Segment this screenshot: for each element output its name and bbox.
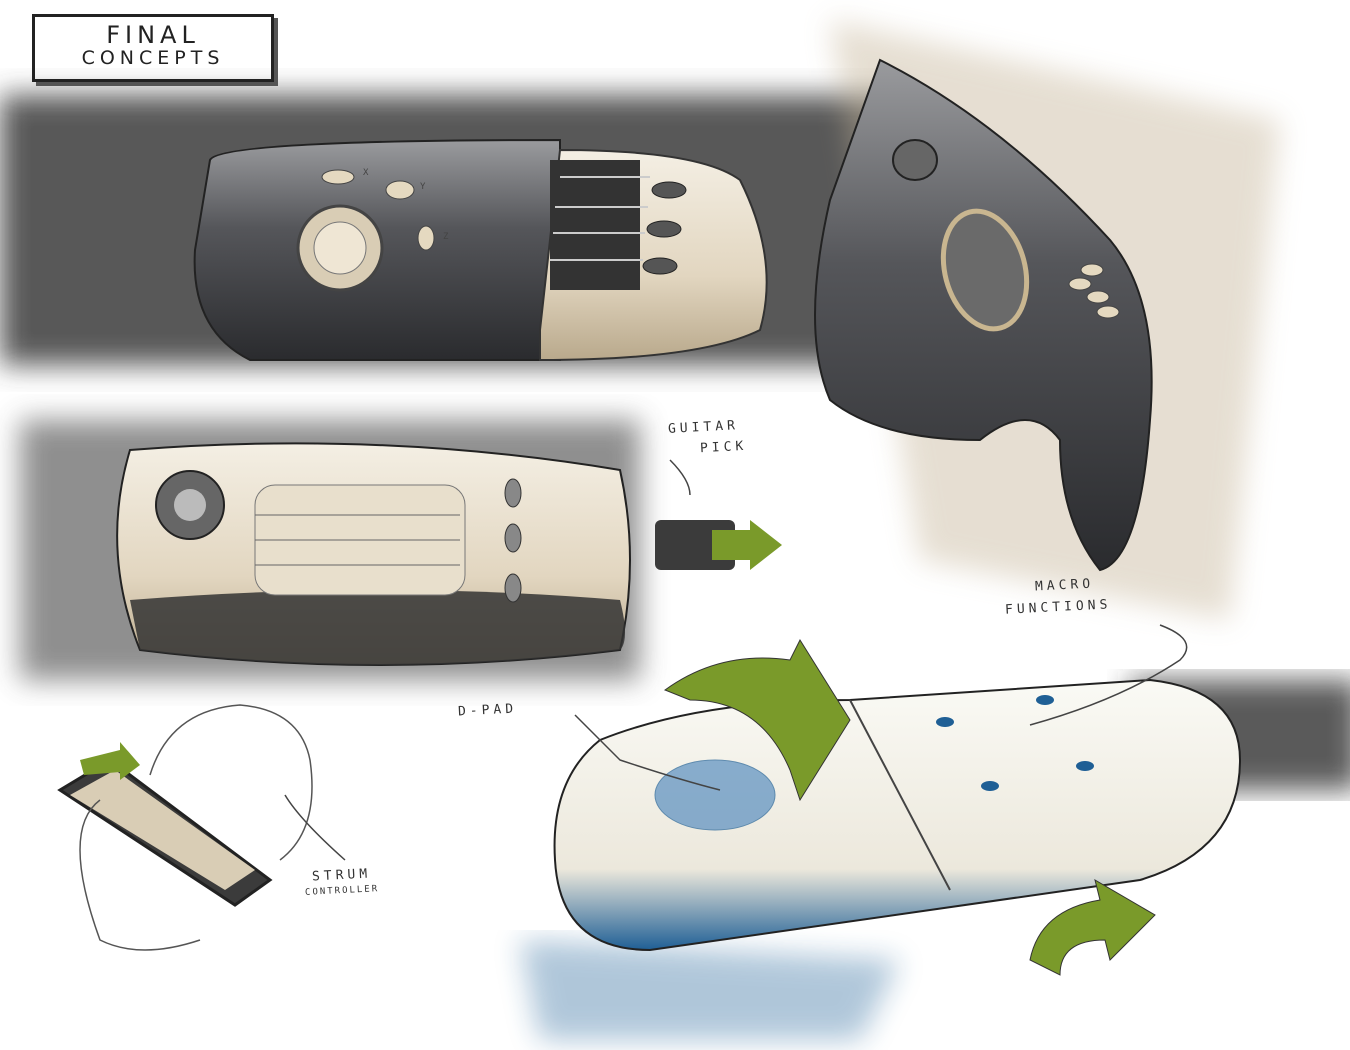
button-label-y: Y bbox=[420, 182, 427, 192]
flat-controller bbox=[116, 442, 782, 666]
label-macro-1: MACRO bbox=[1034, 576, 1095, 595]
strum-controller-sketch bbox=[57, 704, 313, 951]
button-label-z: Z bbox=[443, 232, 450, 242]
label-guitar-pick-2: PICK bbox=[699, 438, 748, 457]
pill-controller bbox=[553, 638, 1242, 976]
title-line-2: CONCEPTS bbox=[81, 47, 225, 69]
button-label-x: X bbox=[363, 168, 370, 178]
title-line-1: FINAL bbox=[106, 21, 200, 49]
label-strum-1: STRUM bbox=[311, 866, 372, 885]
top-controller bbox=[193, 138, 768, 362]
side-controller bbox=[814, 58, 1153, 572]
title-box: FINAL CONCEPTS bbox=[32, 14, 274, 82]
label-d-pad: D-PAD bbox=[457, 701, 518, 720]
